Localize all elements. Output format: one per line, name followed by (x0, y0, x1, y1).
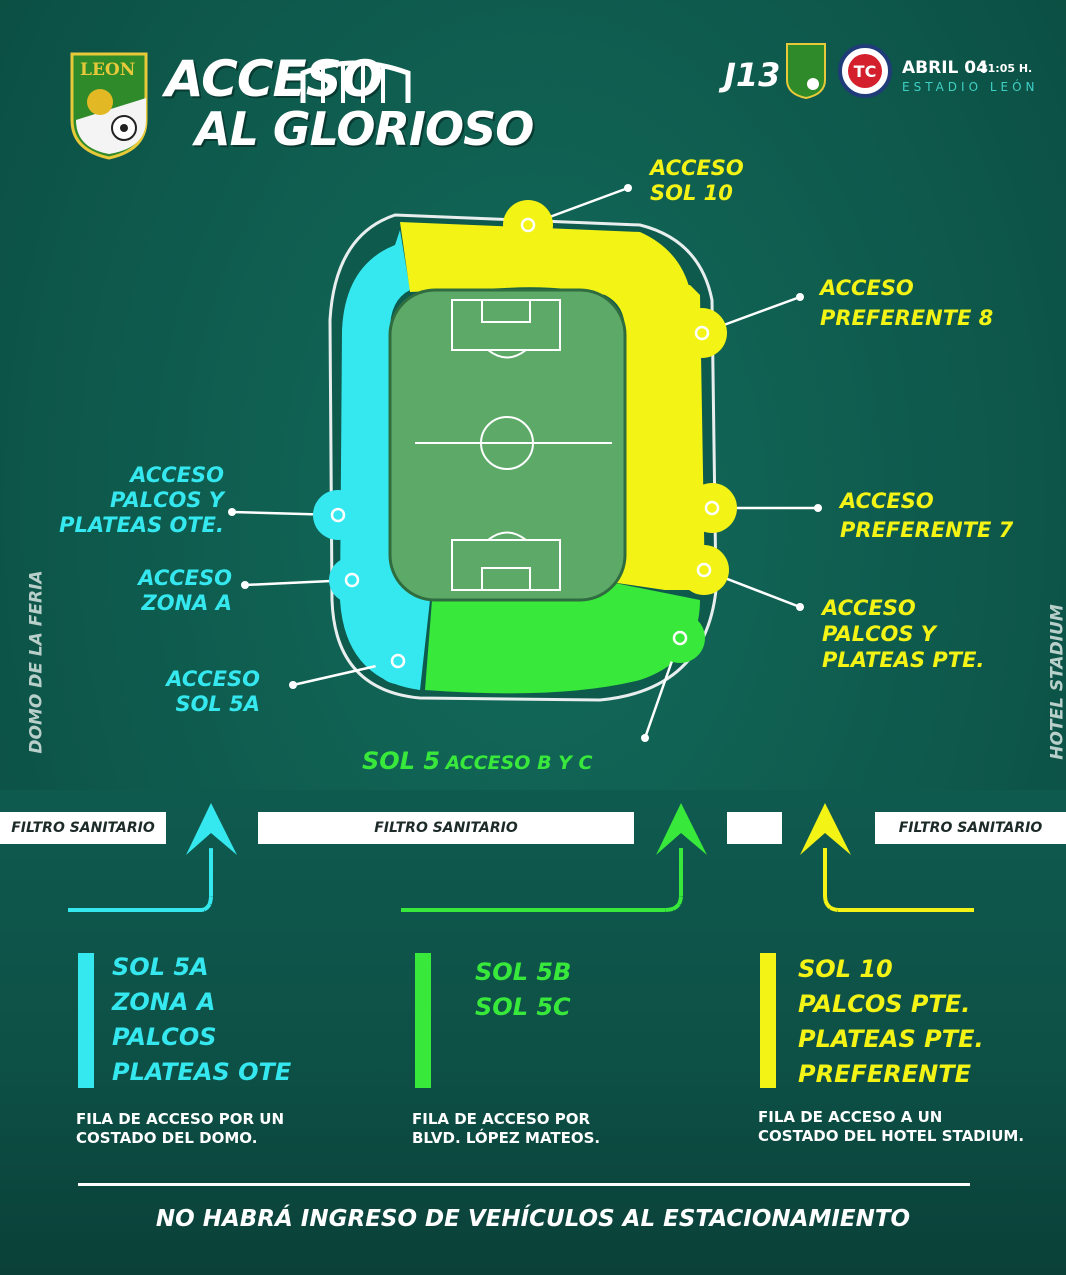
group-item: SOL 10 (798, 955, 893, 983)
title-line2: AL GLORIOSO (195, 102, 534, 156)
label-acceso-sol-10: ACCESO SOL 10 (650, 156, 744, 205)
group-item: SOL 5A (112, 953, 209, 981)
access-markers (313, 200, 737, 684)
group-item: PALCOS (112, 1023, 217, 1051)
pitch (388, 288, 627, 602)
group-item: SOL 5B (475, 958, 572, 986)
leon-logo: LEON (68, 50, 150, 160)
yellow-path-chevrons (823, 848, 974, 912)
stadium-arch-icon (300, 60, 411, 103)
filter-blank (727, 812, 782, 844)
label-acceso-sol-5a: ACCESO SOL 5A (166, 667, 260, 716)
group-list-cyan: SOL 5A ZONA A PALCOS PLATEAS OTE (112, 950, 291, 1090)
label-sol-5-sub: ACCESO B Y C (445, 752, 593, 774)
side-label-domo: DOMO DE LA FERIA (26, 570, 47, 754)
group-note-yellow: FILA DE ACCESO A UN COSTADO DEL HOTEL ST… (758, 1108, 1025, 1145)
label-acceso-zona-a: ACCESO ZONA A (138, 566, 232, 615)
label-acceso-palcos-ote: ACCESO PALCOS Y PLATEAS OTE. (59, 463, 224, 537)
svg-text:TC: TC (854, 62, 877, 81)
group-item: PLATEAS PTE. (798, 1025, 984, 1053)
arrow-up-green-icon (656, 803, 707, 855)
arrow-up-cyan-icon (186, 803, 237, 855)
green-path-chevrons (401, 848, 683, 912)
filter-sanitario-center: FILTRO SANITARIO (258, 812, 634, 844)
label-sol-5-main: SOL 5 (362, 747, 441, 775)
label-acceso-palcos-pte: ACCESO PALCOS Y PLATEAS PTE. (822, 596, 985, 672)
group-item: SOL 5C (475, 993, 571, 1021)
section-yellow-north (400, 222, 690, 295)
matchday: J13 (724, 56, 781, 94)
stadium-map (313, 200, 737, 702)
arrow-up-yellow-icon (800, 803, 851, 855)
group-item: PALCOS PTE. (798, 990, 971, 1018)
section-yellow-west (605, 285, 705, 590)
logo-text: LEON (80, 60, 136, 80)
label-acceso-preferente-8: ACCESO PREFERENTE 8 (820, 276, 994, 330)
stadium-photo-background (0, 790, 1066, 1275)
filter-sanitario-right: FILTRO SANITARIO (875, 812, 1066, 844)
group-bar-cyan (78, 953, 94, 1088)
group-item: PLATEAS OTE (112, 1058, 292, 1086)
opponent-logo: TC (838, 44, 892, 98)
group-note-green: FILA DE ACCESO POR BLVD. LÓPEZ MATEOS. (412, 1110, 601, 1147)
leon-small-logo (786, 43, 826, 100)
group-bar-green (415, 953, 431, 1088)
side-label-hotel: HOTEL STADIUM (1047, 604, 1066, 760)
group-item: ZONA A (112, 988, 216, 1016)
title-line1: ACCESO (165, 50, 383, 108)
group-bar-yellow (760, 953, 776, 1088)
footer-divider (78, 1183, 970, 1186)
section-green-south (425, 582, 700, 694)
group-item: PREFERENTE (798, 1060, 971, 1088)
label-sol-5: SOL 5 ACCESO B Y C (362, 747, 592, 775)
match-time: 21:05 H. (980, 62, 1033, 75)
footer-notice: NO HABRÁ INGRESO DE VEHÍCULOS AL ESTACIO… (155, 1206, 911, 1232)
group-list-green: SOL 5B SOL 5C (475, 955, 571, 1025)
group-list-yellow: SOL 10 PALCOS PTE. PLATEAS PTE. PREFEREN… (798, 952, 984, 1092)
filter-sanitario-left: FILTRO SANITARIO (0, 812, 166, 844)
cyan-path-chevrons (68, 848, 213, 912)
match-date: ABRIL 04 (902, 58, 988, 78)
venue: ESTADIO LEÓN (902, 80, 1039, 94)
access-arrows (68, 803, 974, 912)
label-acceso-preferente-7: ACCESO PREFERENTE 7 (840, 489, 1014, 542)
group-note-cyan: FILA DE ACCESO POR UN COSTADO DEL DOMO. (76, 1110, 285, 1147)
